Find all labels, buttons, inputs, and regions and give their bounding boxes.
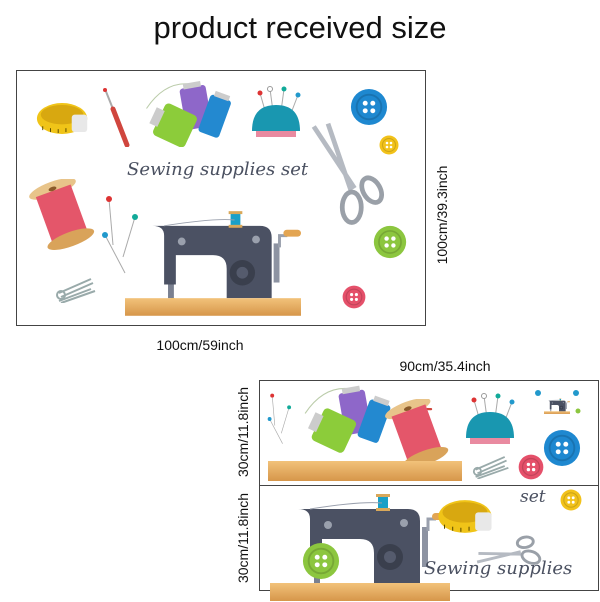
seam-ripper-icon (101, 87, 131, 147)
split-decal-panel-2: set Sewing supplies (259, 485, 599, 591)
thread-spools-icon (294, 385, 394, 453)
pincushion-icon (245, 85, 307, 145)
pins-icon (266, 393, 294, 445)
green-button-icon (302, 542, 340, 580)
red-button-icon (518, 454, 544, 480)
wooden-spool-icon (29, 179, 95, 251)
large-decal-height-label: 100cm/39.3inch (434, 165, 450, 265)
caption-word-sewing-supplies: Sewing supplies (424, 558, 573, 579)
split-decal-panel-1 (259, 380, 599, 486)
yellow-button-icon (560, 489, 582, 511)
mini-decal-thumbnail (535, 390, 581, 415)
panel-1-height-label: 30cm/11.8inch (235, 387, 251, 478)
tape-measure-icon (35, 97, 93, 141)
sewing-machine-icon (270, 490, 450, 602)
wooden-spool-icon (384, 399, 450, 469)
split-decal-width-label: 90cm/35.4inch (399, 358, 491, 374)
pincushion-icon (460, 391, 520, 453)
blue-button-icon (350, 88, 388, 126)
page-title: product received size (153, 10, 447, 45)
red-button-icon (342, 285, 366, 309)
safety-pins-icon (472, 453, 512, 479)
large-decal-caption: Sewing supplies set (127, 159, 309, 180)
sewing-machine-icon (125, 207, 301, 317)
yellow-button-icon (379, 135, 399, 155)
panel-2-height-label: 30cm/11.8inch (235, 493, 251, 584)
safety-pins-icon (55, 275, 99, 303)
blue-button-icon (543, 429, 581, 467)
scissors-icon (442, 509, 580, 597)
wooden-board (268, 461, 462, 481)
scissors-icon (309, 121, 385, 227)
thread-spools-icon (135, 81, 235, 147)
caption-word-set: set (520, 487, 546, 507)
large-decal-width-label: 100cm/59inch (156, 337, 244, 353)
green-button-icon (373, 225, 407, 259)
large-decal-preview: Sewing supplies set (16, 70, 426, 326)
